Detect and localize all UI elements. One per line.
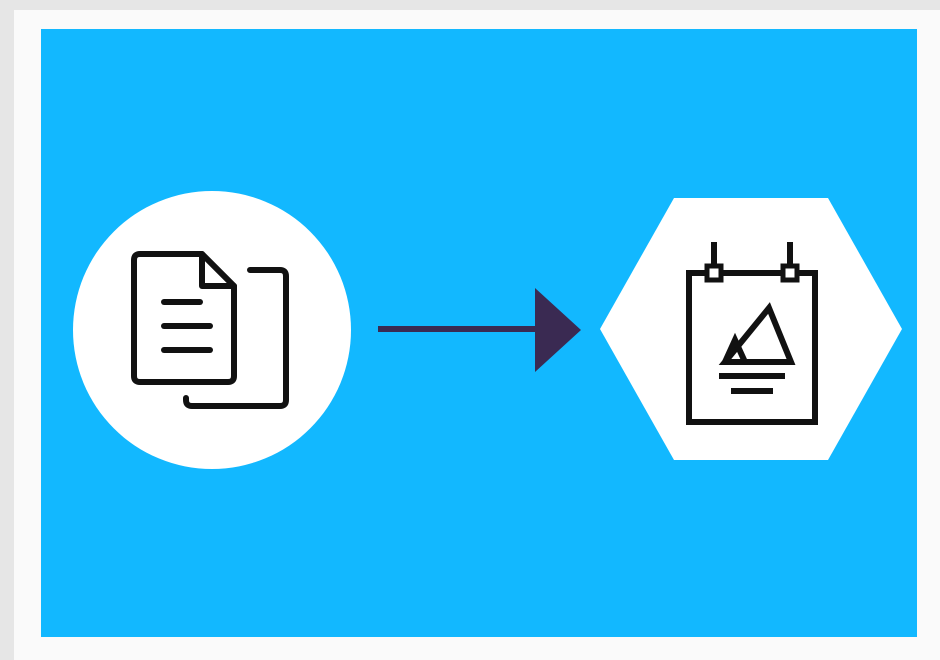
source-circle: [73, 191, 351, 469]
process-arrow: [378, 288, 581, 372]
copy-documents-icon: [131, 251, 289, 409]
poster-image-icon: [686, 242, 818, 425]
